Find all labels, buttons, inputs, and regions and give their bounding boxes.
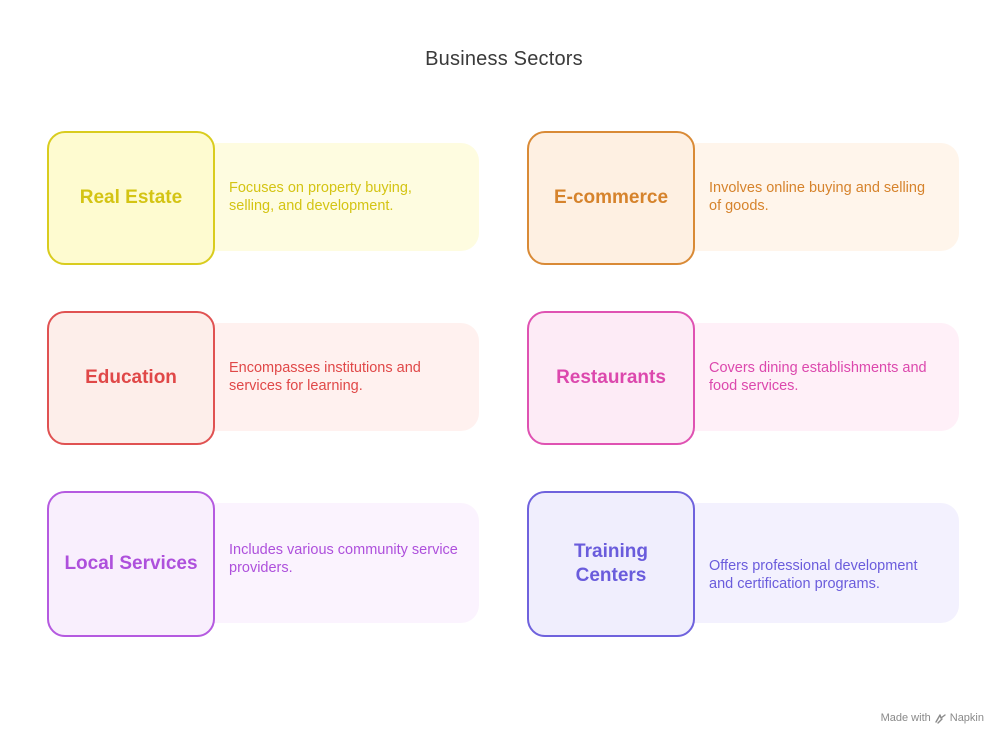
napkin-logo-icon: [935, 713, 946, 724]
sector-card-e-commerce: Involves online buying and selling of go…: [527, 131, 959, 265]
sector-card-real-estate: Focuses on property buying, selling, and…: [47, 131, 479, 265]
sector-name: E-commerce: [527, 131, 695, 265]
sector-name: Real Estate: [47, 131, 215, 265]
sector-description: Encompasses institutions and services fo…: [197, 323, 479, 431]
sector-name: Restaurants: [527, 311, 695, 445]
made-with-napkin-footer[interactable]: Made with Napkin: [881, 712, 984, 724]
sector-card-training-centers: Offers professional development and cert…: [527, 491, 959, 637]
footer-prefix: Made with: [880, 712, 931, 724]
sector-description: Includes various community service provi…: [197, 503, 479, 623]
diagram-title: Business Sectors: [425, 48, 583, 70]
sector-description: Focuses on property buying, selling, and…: [197, 143, 479, 251]
sector-card-local-services: Includes various community service provi…: [47, 491, 479, 637]
sector-description: Involves online buying and selling of go…: [677, 143, 959, 251]
footer-brand: Napkin: [949, 712, 984, 724]
sector-name: Local Services: [47, 491, 215, 637]
sector-description: Covers dining establishments and food se…: [677, 323, 959, 431]
sector-description: Offers professional development and cert…: [677, 503, 959, 623]
sector-card-education: Encompasses institutions and services fo…: [47, 311, 479, 445]
sector-name: Education: [47, 311, 215, 445]
sector-card-restaurants: Covers dining establishments and food se…: [527, 311, 959, 445]
sector-name: Training Centers: [527, 491, 695, 637]
